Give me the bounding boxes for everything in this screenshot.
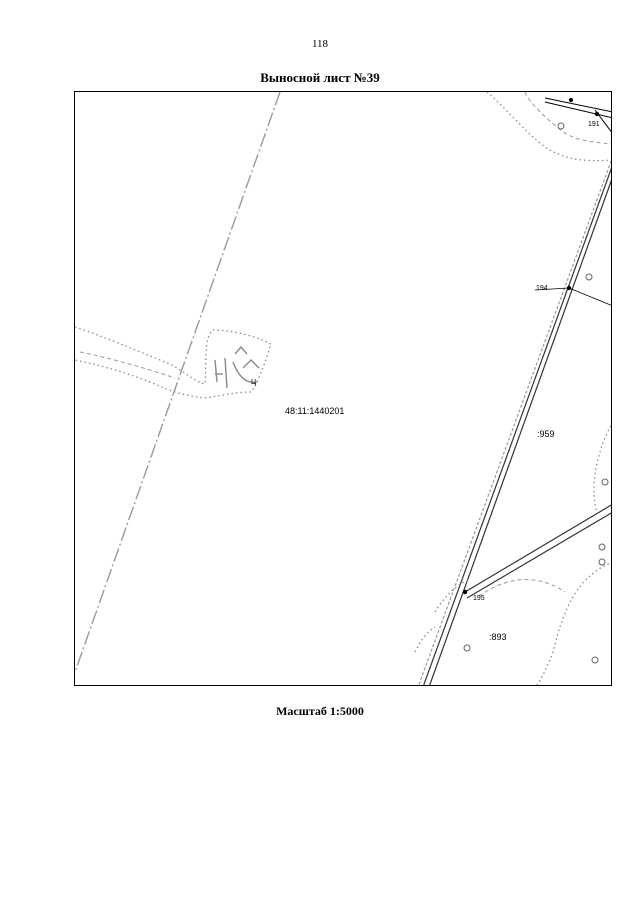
parcel-label-959: :959 xyxy=(537,429,555,439)
scale-caption: Масштаб 1:5000 xyxy=(276,704,364,718)
vegetation-contour-top-right xyxy=(486,92,611,162)
circle-symbols xyxy=(463,122,609,664)
branch-road xyxy=(464,504,611,599)
vegetation-contour-bottom-left xyxy=(414,579,471,653)
parcel-label-893: :893 xyxy=(489,632,507,642)
boundary-lines-191 xyxy=(544,97,611,133)
vegetation-contour-right-1 xyxy=(593,424,611,513)
survey-points xyxy=(462,98,600,595)
point-label-195: 195 xyxy=(473,595,485,602)
shrub-symbol-group xyxy=(214,345,260,389)
vegetation-contour-left-inner xyxy=(79,351,176,379)
point-label-194: 194 xyxy=(536,285,548,292)
survey-point-191 xyxy=(594,111,600,117)
svg-text:Ц: Ц xyxy=(251,379,257,386)
cadastral-map: Ц xyxy=(75,92,611,685)
survey-point-194 xyxy=(566,285,572,291)
point-label-191: 191 xyxy=(588,121,600,128)
vegetation-contour-right-3 xyxy=(478,579,566,597)
vegetation-contour-top-right-inner xyxy=(524,92,611,145)
vegetation-contour-right-2 xyxy=(535,562,611,685)
page-number: 118 xyxy=(311,38,329,50)
map-frame: Ц xyxy=(74,91,612,686)
parcel-label-main: 48:11:1440201 xyxy=(285,406,344,416)
vegetation-contour-left xyxy=(75,326,272,399)
road-double-line xyxy=(418,159,611,685)
survey-point-195 xyxy=(462,589,468,595)
boundary-dashdot-line xyxy=(75,92,281,673)
sheet-title: Выносной лист №39 xyxy=(260,70,380,85)
